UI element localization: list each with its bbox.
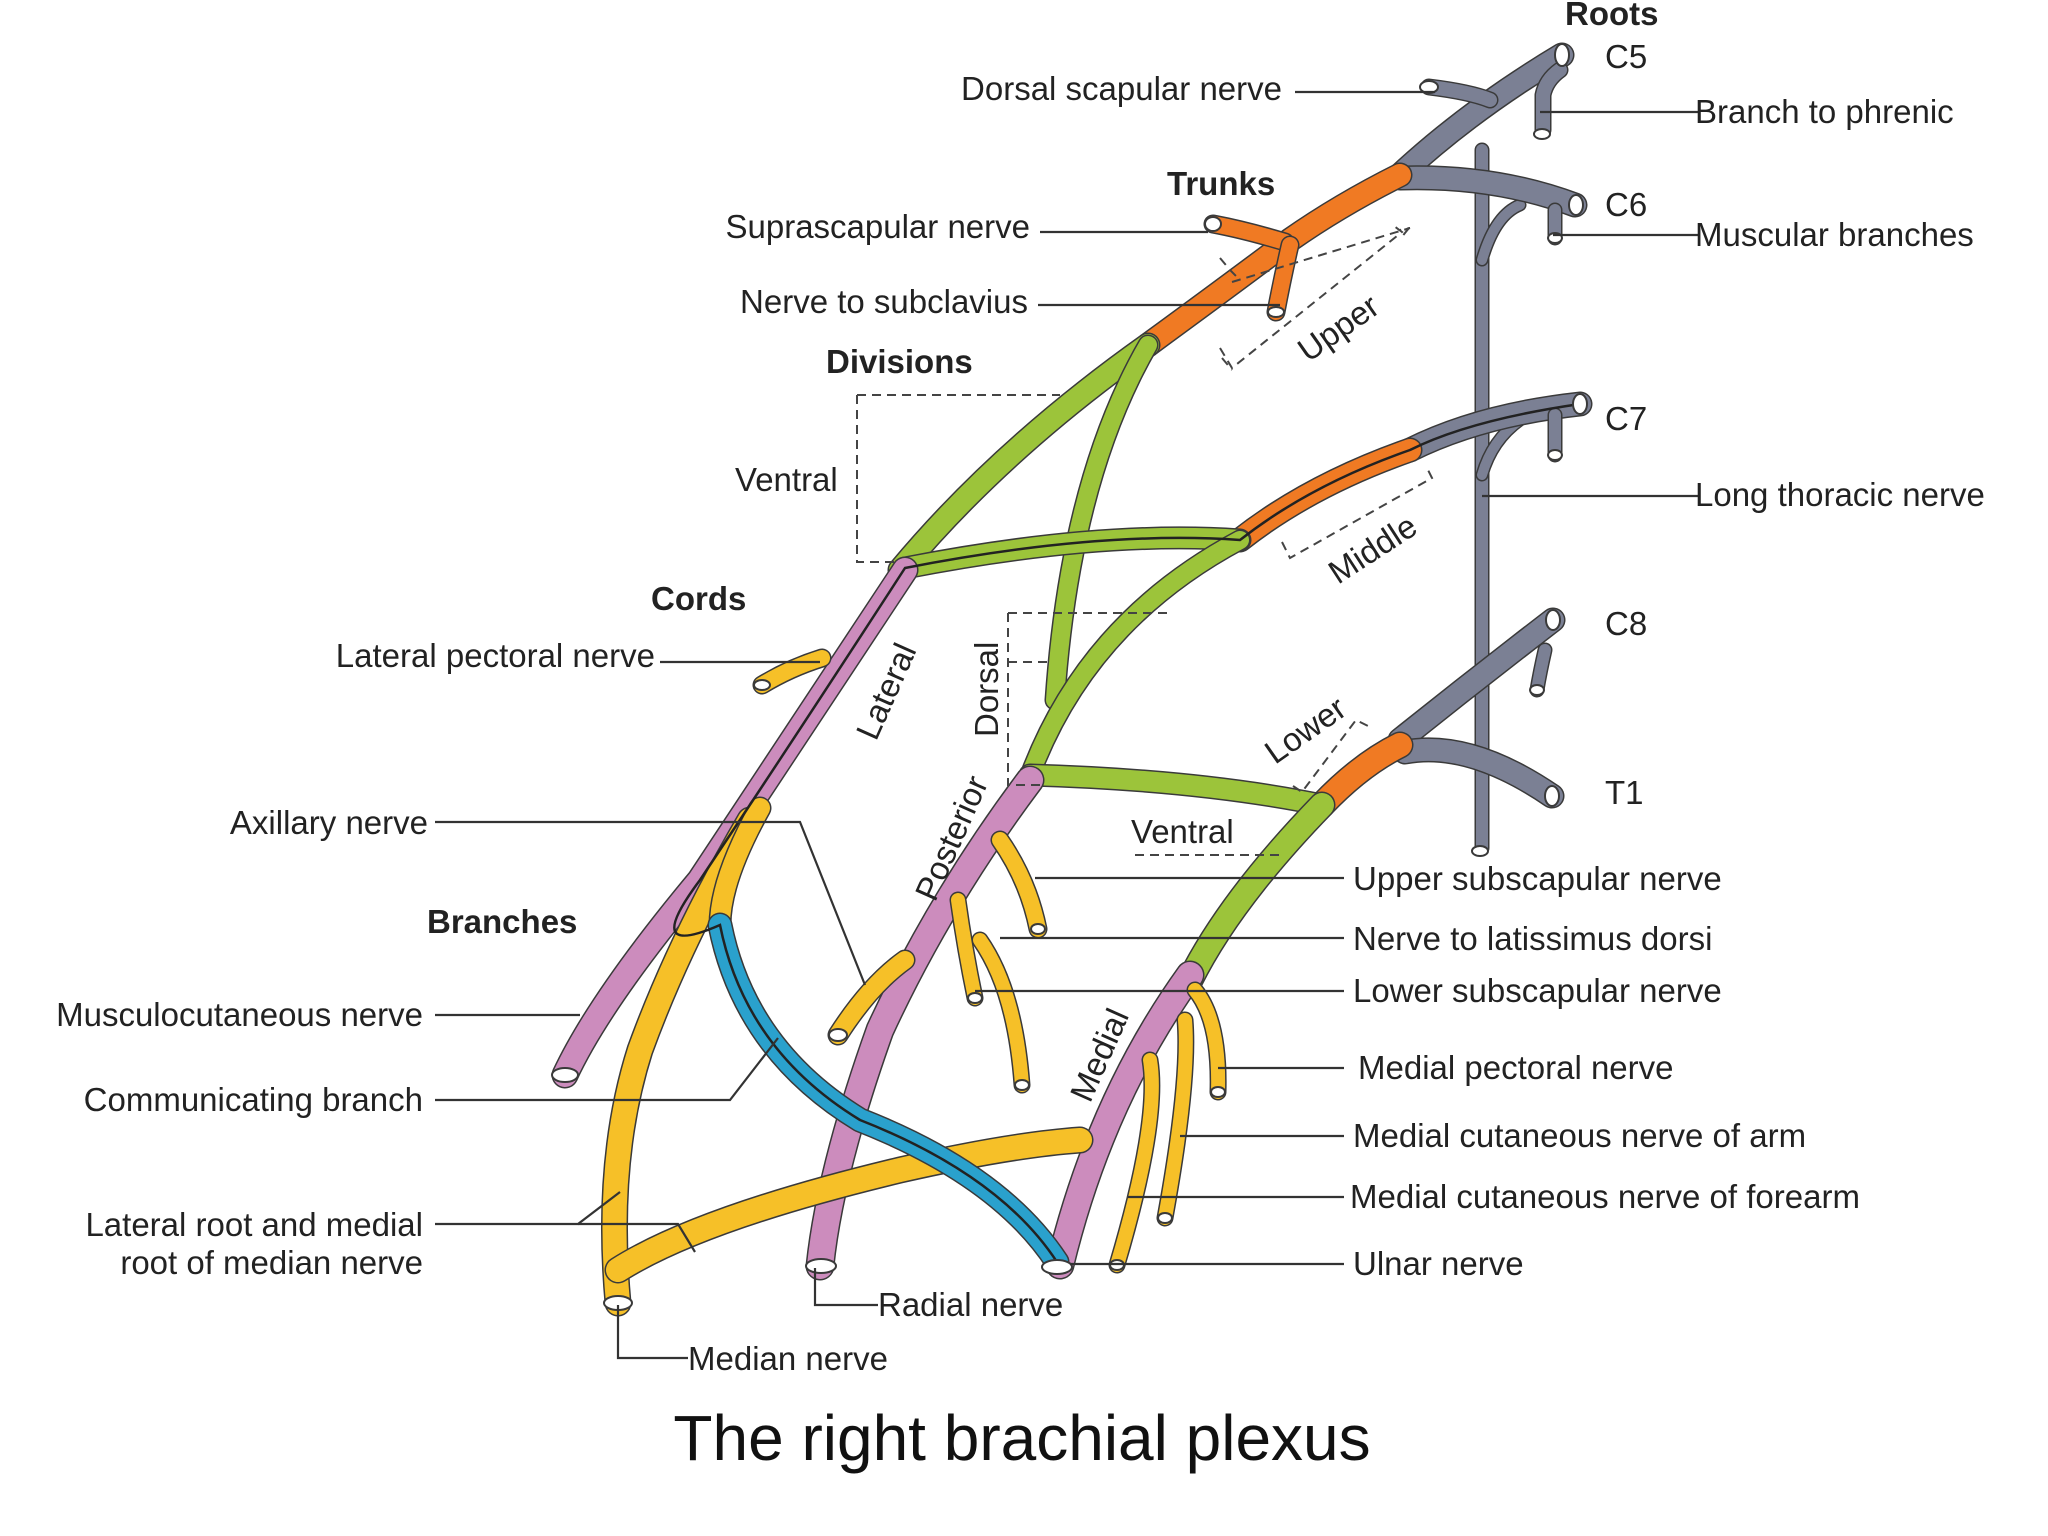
latissimus-label: Nerve to latissimus dorsi: [1353, 920, 1712, 957]
labels: Roots Trunks Divisions Cords Branches C5…: [56, 0, 1985, 1474]
trunk-upper-label: Upper: [1291, 287, 1386, 369]
lateral-pectoral-label: Lateral pectoral nerve: [336, 637, 655, 674]
root-c5-label: C5: [1605, 38, 1647, 75]
upper-ventral-division: [889, 334, 1159, 581]
medial-cutaneous-arm: [1158, 1013, 1193, 1225]
communicating-branch-label: Communicating branch: [84, 1081, 423, 1118]
root-t1-label: T1: [1605, 774, 1644, 811]
medial-cutaneous-arm-label: Medial cutaneous nerve of arm: [1353, 1117, 1806, 1154]
cords-header: Cords: [651, 580, 746, 617]
root-c8: [1389, 609, 1564, 751]
musculocutaneous-label: Musculocutaneous nerve: [56, 996, 423, 1033]
diagram-title: The right brachial plexus: [673, 1402, 1370, 1474]
root-c6-label: C6: [1605, 186, 1647, 223]
lower-subscapular-label: Lower subscapular nerve: [1353, 972, 1722, 1009]
lateral-root-median: [602, 808, 762, 1315]
lower-ventral-division: [1178, 793, 1334, 992]
root-t1: [1394, 738, 1563, 807]
division-ventral-label: Ventral: [735, 461, 838, 498]
tube-end-caps: [551, 43, 1588, 1311]
middle-dorsal-division: [1023, 531, 1249, 779]
medial-pectoral-nerve: [1188, 983, 1226, 1099]
suprascapular-nerve: [1205, 216, 1293, 250]
trunk-lower-label: Lower: [1258, 689, 1353, 771]
muscular-branches-label: Muscular branches: [1695, 216, 1974, 253]
division-ventral-lower-label: Ventral: [1131, 813, 1234, 850]
division-dorsal-label: Dorsal: [968, 642, 1005, 737]
subclavius-label: Nerve to subclavius: [740, 283, 1028, 320]
nerve-tubes: [551, 42, 1593, 1317]
roots-header: Roots: [1565, 0, 1659, 32]
axillary-nerve: [829, 951, 914, 1044]
root-c6: [1389, 166, 1586, 216]
leader-lines: [435, 90, 1700, 1360]
branches-header: Branches: [427, 903, 577, 940]
suprascapular-label: Suprascapular nerve: [725, 208, 1030, 245]
centre-line: [673, 402, 1581, 1263]
latissimus-nerve: [951, 893, 982, 1005]
phrenic-label: Branch to phrenic: [1695, 93, 1954, 130]
medial-root-median: [606, 1128, 1092, 1282]
median-roots-label-line2: root of median nerve: [120, 1244, 423, 1281]
radial-nerve-label: Radial nerve: [878, 1286, 1063, 1323]
medial-cutaneous-forearm: [1110, 1053, 1159, 1272]
root-c8-muscular: [1531, 644, 1551, 696]
root-c7-label: C7: [1605, 400, 1647, 437]
root-c8-label: C8: [1605, 605, 1647, 642]
medial-pectoral-label: Medial pectoral nerve: [1358, 1049, 1674, 1086]
root-c5-phrenic: [1536, 63, 1567, 137]
medial-cord: [1047, 962, 1203, 1278]
medial-cutaneous-forearm-label: Medial cutaneous nerve of forearm: [1350, 1178, 1860, 1215]
median-nerve-label: Median nerve: [688, 1340, 888, 1377]
dorsal-scapular-label: Dorsal scapular nerve: [961, 70, 1282, 107]
long-thoracic-label: Long thoracic nerve: [1695, 476, 1985, 513]
upper-subscapular-label: Upper subscapular nerve: [1353, 860, 1722, 897]
long-thoracic-c6-root: [1477, 200, 1525, 265]
upper-dorsal-division: [1046, 336, 1157, 709]
lower-dorsal-division: [1020, 765, 1332, 815]
dashed-brackets: [856, 225, 1434, 856]
trunk-middle-label: Middle: [1322, 507, 1424, 591]
lower-subscapular-nerve: [973, 933, 1029, 1092]
upper-subscapular-nerve: [992, 832, 1046, 937]
trunks-header: Trunks: [1167, 165, 1275, 202]
median-roots-label-line1: Lateral root and medial: [85, 1206, 423, 1243]
ulnar-nerve-label: Ulnar nerve: [1353, 1245, 1524, 1282]
axillary-label: Axillary nerve: [230, 804, 428, 841]
root-c5: [1389, 44, 1573, 186]
divisions-header: Divisions: [826, 343, 973, 380]
